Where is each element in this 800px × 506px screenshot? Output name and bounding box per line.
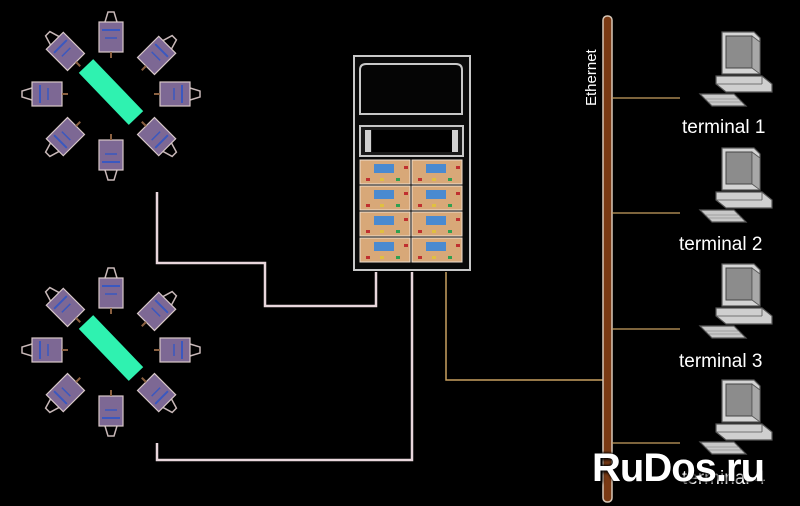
computer-icon [699, 31, 773, 107]
circuit-board [411, 185, 463, 211]
cable-cluster-bottom [155, 272, 414, 462]
emitter-tube [78, 315, 144, 381]
circuit-board [359, 237, 411, 263]
terminal-label-1: terminal 1 [682, 117, 766, 138]
circuit-board [411, 159, 463, 185]
computer-icon [699, 147, 773, 223]
controller-boards [359, 159, 463, 263]
ethernet-bus [602, 15, 613, 503]
circuit-board [359, 185, 411, 211]
circuit-board [411, 211, 463, 237]
watermark: RuDos.ru [592, 446, 765, 490]
ethernet-drops [612, 97, 680, 444]
computer-icon [699, 263, 773, 339]
circuit-board [359, 211, 411, 237]
sensor-cluster-top [21, 11, 201, 181]
controller-display [359, 63, 463, 115]
terminal-label-3: terminal 3 [679, 351, 763, 372]
controller-rack [353, 55, 471, 271]
emitter-tube [78, 59, 144, 125]
terminal-label-4: terminal 4 [682, 468, 766, 489]
controller-ethernet-link [445, 272, 607, 381]
circuit-board [411, 237, 463, 263]
circuit-board [359, 159, 411, 185]
computer-icon [699, 379, 773, 455]
ethernet-label: Ethernet [583, 49, 600, 106]
signal-cables [155, 192, 414, 462]
sensor-cluster-bottom [21, 267, 201, 437]
terminal-label-2: terminal 2 [679, 234, 763, 255]
cable-cluster-top [155, 192, 378, 308]
